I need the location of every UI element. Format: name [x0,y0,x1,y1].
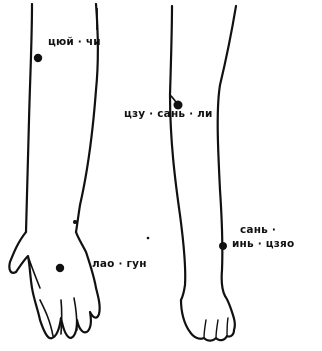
label-quchi: цюй · чи [48,36,101,48]
toe-line-2 [216,320,218,338]
wrist-mark-dot [73,220,77,224]
finger-line-1 [40,300,53,336]
finger-line-2 [61,300,62,334]
leg-outline-right [218,6,236,296]
point-quchi [34,54,42,62]
arm-outline-left [26,4,32,232]
hand-outline [9,232,99,338]
label-zusanli: цзу · сань · ли [124,108,213,120]
label-laogong: лао · гун [92,258,147,270]
label-sanyinjiao-line2: инь · цзяо [232,238,294,250]
point-sanyinjiao [219,242,227,250]
palm-mark-dot [147,237,150,240]
point-laogong [56,264,64,272]
leg-outline-left [170,6,185,300]
toe-line-3 [227,318,228,336]
label-sanyinjiao-line1: сань · [240,224,276,236]
toe-line-1 [204,320,206,338]
finger-line-3 [74,298,77,330]
